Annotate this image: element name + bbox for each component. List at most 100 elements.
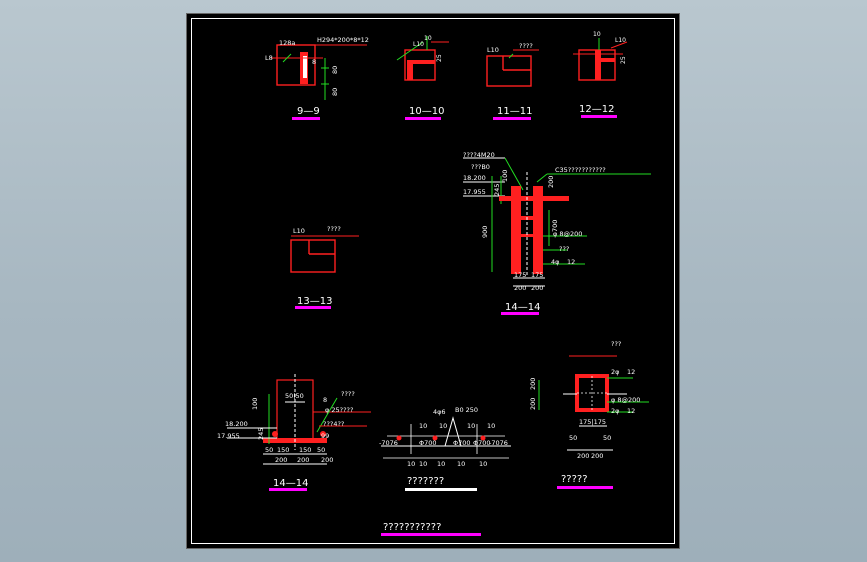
- label-l10: L10: [615, 37, 626, 44]
- label-l10: L10: [293, 227, 305, 235]
- title-underline: [405, 117, 441, 120]
- dim-200-extra: 200: [321, 456, 333, 464]
- title-underline: [501, 312, 539, 315]
- section-title: 12—12: [579, 104, 614, 115]
- title-underline: [405, 488, 477, 491]
- elevation-18200: 18.200: [463, 174, 486, 182]
- section-title: 13—13: [297, 296, 332, 307]
- elevation-17955: 17.955: [463, 188, 486, 196]
- note-rebar: φ 25????: [325, 406, 353, 414]
- dim-900: 900: [481, 226, 489, 238]
- note-anchor: ????4M20: [463, 151, 495, 159]
- label-7076-right: -7076: [489, 439, 508, 447]
- rebar-stirrup: φ 8@200: [611, 396, 640, 404]
- angle-leg: [601, 58, 615, 62]
- rebar-diameter-top: 12: [627, 368, 635, 376]
- label-10: 10: [593, 31, 601, 38]
- label-l10: L10: [413, 41, 424, 48]
- section-title: 14—14: [505, 302, 540, 313]
- note-b0: ???B0: [471, 163, 490, 171]
- angle-leg: [413, 60, 435, 64]
- dim-200-lower: 200: [529, 398, 537, 410]
- dim-200-upper: 200: [529, 378, 537, 390]
- beam-tie: [521, 234, 533, 237]
- note-plate: ????: [341, 390, 355, 398]
- label-phi700-3: Φ700: [473, 439, 491, 447]
- section-10-10[interactable]: 10 L10 25 10—10: [396, 35, 449, 120]
- section-outline: [290, 239, 336, 273]
- dim-10-d: 10: [457, 460, 465, 468]
- title-underline: [295, 306, 331, 309]
- sheet-title-block[interactable]: ???????????: [381, 522, 481, 536]
- label-phi700-1: Φ700: [419, 439, 437, 447]
- column-right-bar: [533, 186, 543, 274]
- section-13-13[interactable]: L10 ???? 13—13: [290, 225, 359, 309]
- label-note: ????: [327, 225, 341, 233]
- title-underline: [269, 488, 307, 491]
- dim-175-right: 175: [531, 271, 543, 279]
- dim-175-175: 175|175: [579, 418, 606, 426]
- dim-150-left: 150: [277, 446, 289, 454]
- label-b0-250: B0 250: [455, 406, 478, 414]
- label-10-c: 10: [467, 422, 475, 430]
- label-4phi6: 4φ6: [433, 408, 446, 416]
- dim-25: 25: [436, 54, 443, 62]
- section-12-12[interactable]: 10 L10 25 12—12: [573, 31, 628, 118]
- note-h-beam: H294*200*8*12: [317, 36, 369, 44]
- title-underline: [581, 115, 617, 118]
- dim-10-e: 10: [479, 460, 487, 468]
- dim-50-50: 50|50: [285, 392, 304, 400]
- label-8: 8: [312, 58, 316, 66]
- foundation-plan[interactable]: 4φ6 B0 250 10 10 10 10 -7076 -7076 Φ700 …: [379, 406, 511, 491]
- bolt-marker: [272, 431, 278, 437]
- label-l10: L10: [487, 46, 499, 54]
- dim-80-top: 80: [331, 66, 339, 74]
- section-9-9[interactable]: 128a H294*200*8*12 L8 8 80 80 9—9: [265, 36, 369, 120]
- section-14-14-upper[interactable]: ????4M20 ???B0 18.200 17.955 245 100 900…: [463, 151, 651, 315]
- title-underline: [493, 117, 531, 120]
- leader-line: [282, 53, 292, 63]
- section-title: 10—10: [409, 106, 444, 117]
- pile-marker: [432, 435, 438, 441]
- section-outline: [276, 44, 316, 86]
- column-section[interactable]: ??? 2φ 12 φ 8@200 2φ 12 200 200 175|175 …: [529, 340, 649, 489]
- label-7076-left: -7076: [379, 439, 398, 447]
- dim-200-right: 200: [591, 452, 603, 460]
- dim-200-left: 200: [577, 452, 589, 460]
- section-11-11[interactable]: L10 ???? 11—11: [486, 42, 539, 120]
- leader-line: [396, 41, 424, 61]
- label-10-b: 10: [439, 422, 447, 430]
- label-note: ????: [519, 42, 533, 50]
- section-title: ?????: [561, 474, 588, 485]
- cad-viewport[interactable]: 128a H294*200*8*12 L8 8 80 80 9—9 10 L10…: [186, 13, 680, 549]
- label-8: 8: [323, 396, 327, 404]
- dim-50-right: 50: [603, 434, 611, 442]
- rebar-diameter: 12: [567, 258, 575, 266]
- beam-top: [499, 196, 569, 201]
- leader-line: [508, 53, 514, 59]
- dim-200-left: 200: [275, 456, 287, 464]
- rebar-note: ???: [559, 245, 569, 253]
- section-title: 14—14: [273, 478, 308, 489]
- drawing-sheet-border: [191, 18, 675, 544]
- cad-drawing[interactable]: 128a H294*200*8*12 L8 8 80 80 9—9 10 L10…: [187, 14, 681, 550]
- bolt-marker: [320, 431, 326, 437]
- plan-title: ???????: [407, 476, 444, 487]
- section-14-14-lower[interactable]: 50|50 100 245 18.200 17.955 8 ???? φ 25?…: [217, 374, 371, 491]
- dim-200-right: 200: [531, 284, 543, 292]
- label-phi700-2: Φ700: [453, 439, 471, 447]
- label-l8: L8: [265, 54, 273, 62]
- sheet-title: ???????????: [383, 522, 441, 533]
- rebar-count-bottom: 2φ: [611, 407, 619, 415]
- dim-50-left: 50: [265, 446, 273, 454]
- title-underline: [557, 486, 613, 489]
- angle-leg: [407, 60, 413, 80]
- pile-cap-outline: [444, 416, 462, 447]
- label-10-a: 10: [419, 422, 427, 430]
- column-left-bar: [511, 186, 521, 274]
- label-128a: 128a: [279, 39, 295, 47]
- pile-marker: [480, 435, 486, 441]
- dim-10-c: 10: [437, 460, 445, 468]
- dim-200-right: 200: [297, 456, 309, 464]
- dim-100: 100: [501, 170, 509, 182]
